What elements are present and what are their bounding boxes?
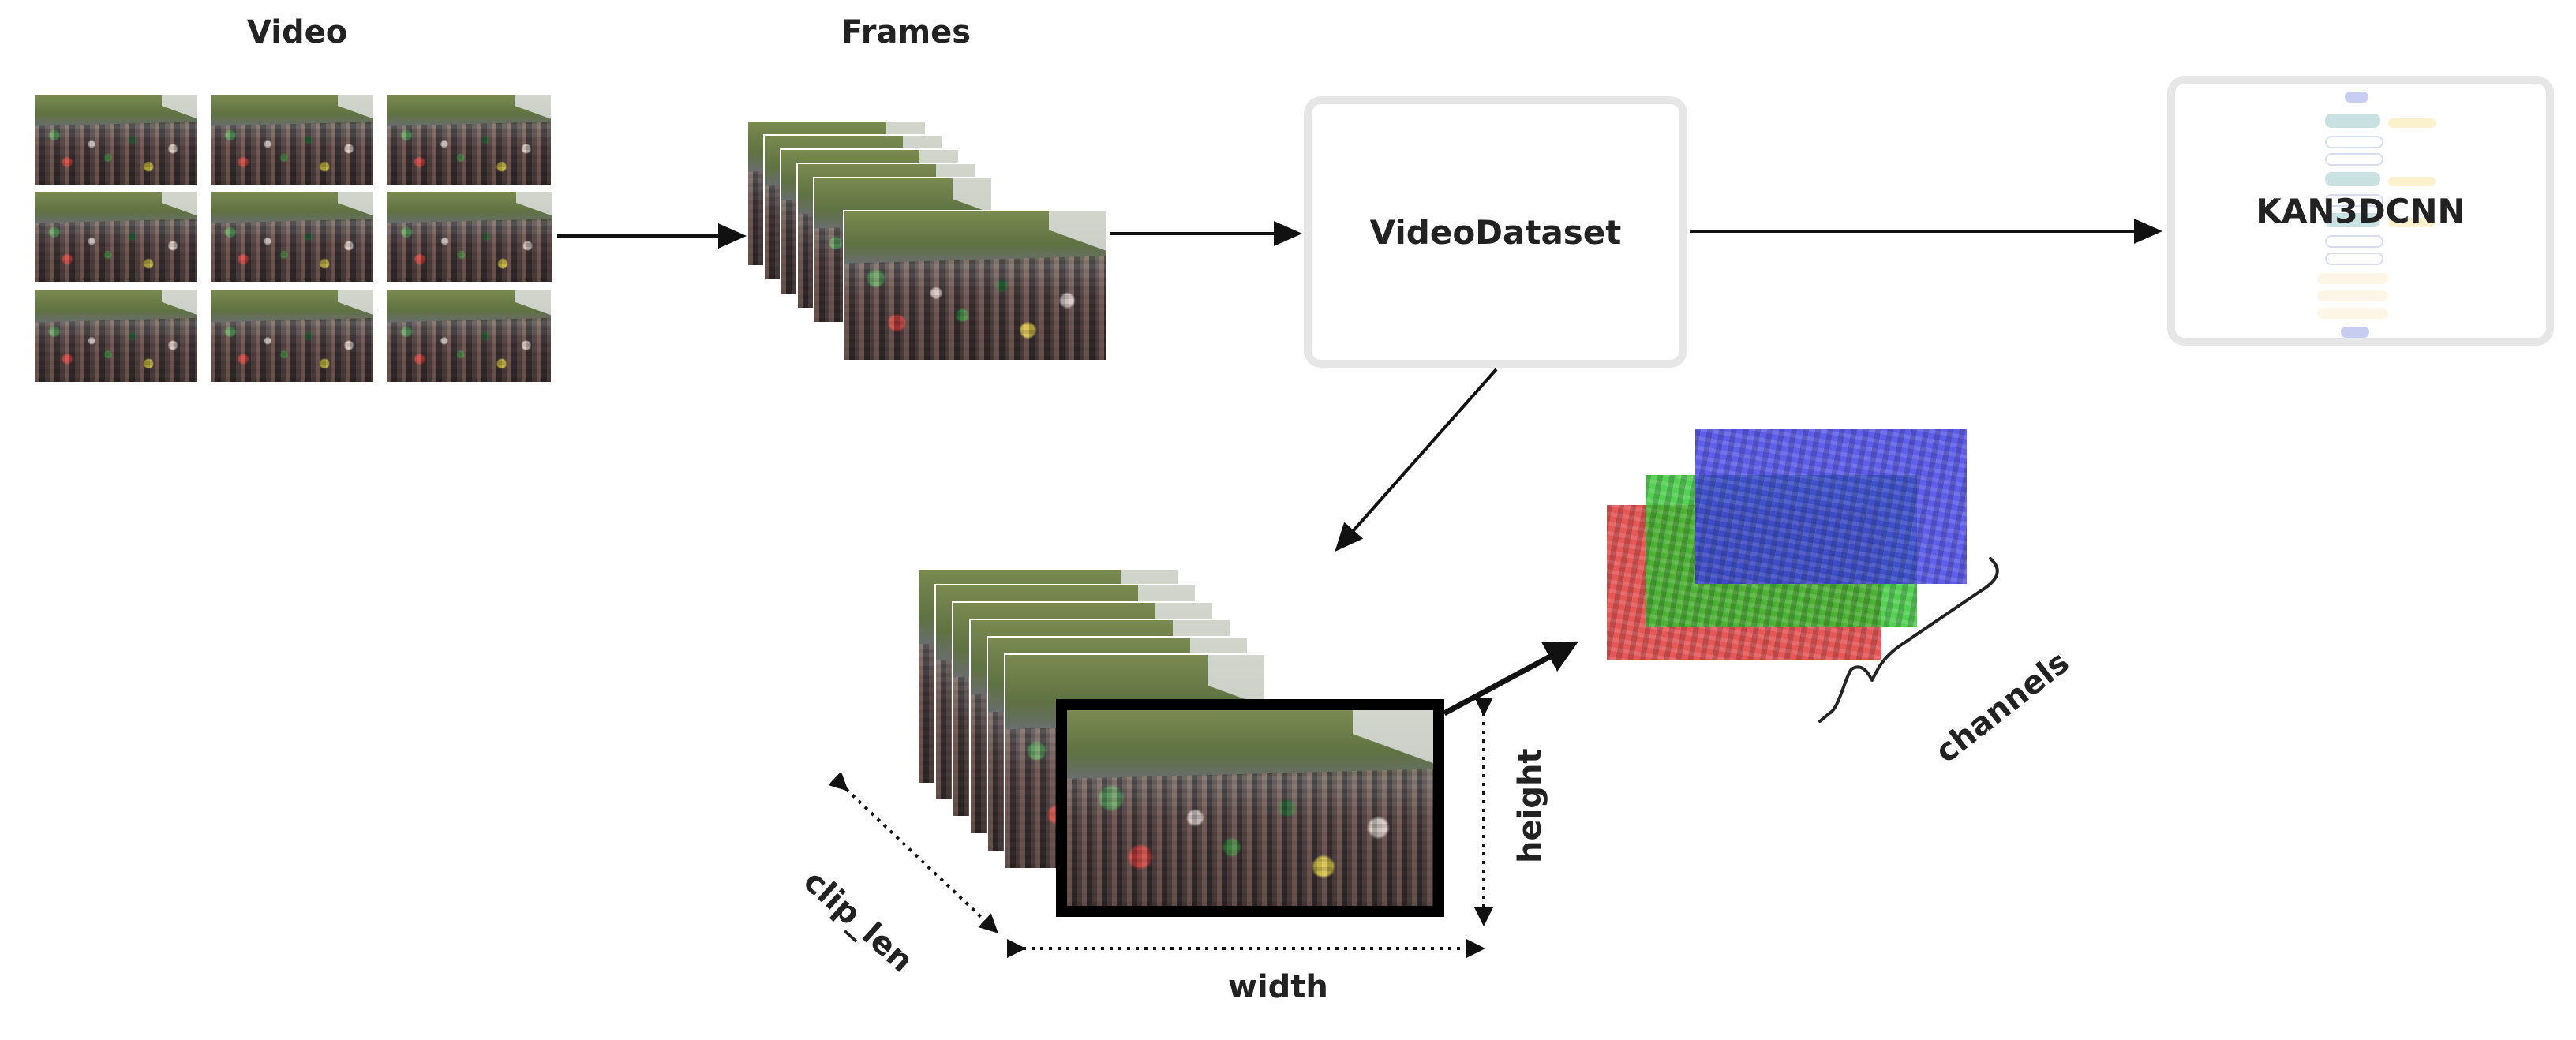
video-dataset-label: VideoDataset (1369, 212, 1622, 252)
channels-brace (1818, 557, 1999, 723)
kan3dcnn-label: KAN3DCNN (2256, 191, 2466, 230)
arrow-frame-to-channels (1443, 641, 1579, 716)
video-thumbnail (33, 93, 199, 186)
video-thumbnail (385, 190, 554, 283)
video-thumbnail (33, 289, 199, 383)
frame-image (843, 210, 1108, 361)
video-thumbnail (209, 289, 375, 383)
video-thumbnail (385, 289, 552, 383)
blue-channel (1695, 429, 1967, 584)
video-thumbnail (385, 93, 552, 186)
arrow-dataset-to-clip (1335, 368, 1498, 552)
frames-title: Frames (841, 14, 972, 51)
video-thumbnail (209, 93, 375, 186)
kan3dcnn-box[interactable]: KAN3DCNN (2167, 76, 2554, 346)
height-label: height (1512, 748, 1548, 863)
video-thumbnail (33, 190, 199, 283)
width-label: width (1228, 969, 1328, 1005)
architecture-thumbnail (2175, 84, 2546, 338)
video-title: Video (247, 14, 348, 51)
video-thumbnail (209, 190, 375, 283)
video-dataset-box[interactable]: VideoDataset (1304, 96, 1687, 368)
selected-frame (1056, 699, 1444, 917)
